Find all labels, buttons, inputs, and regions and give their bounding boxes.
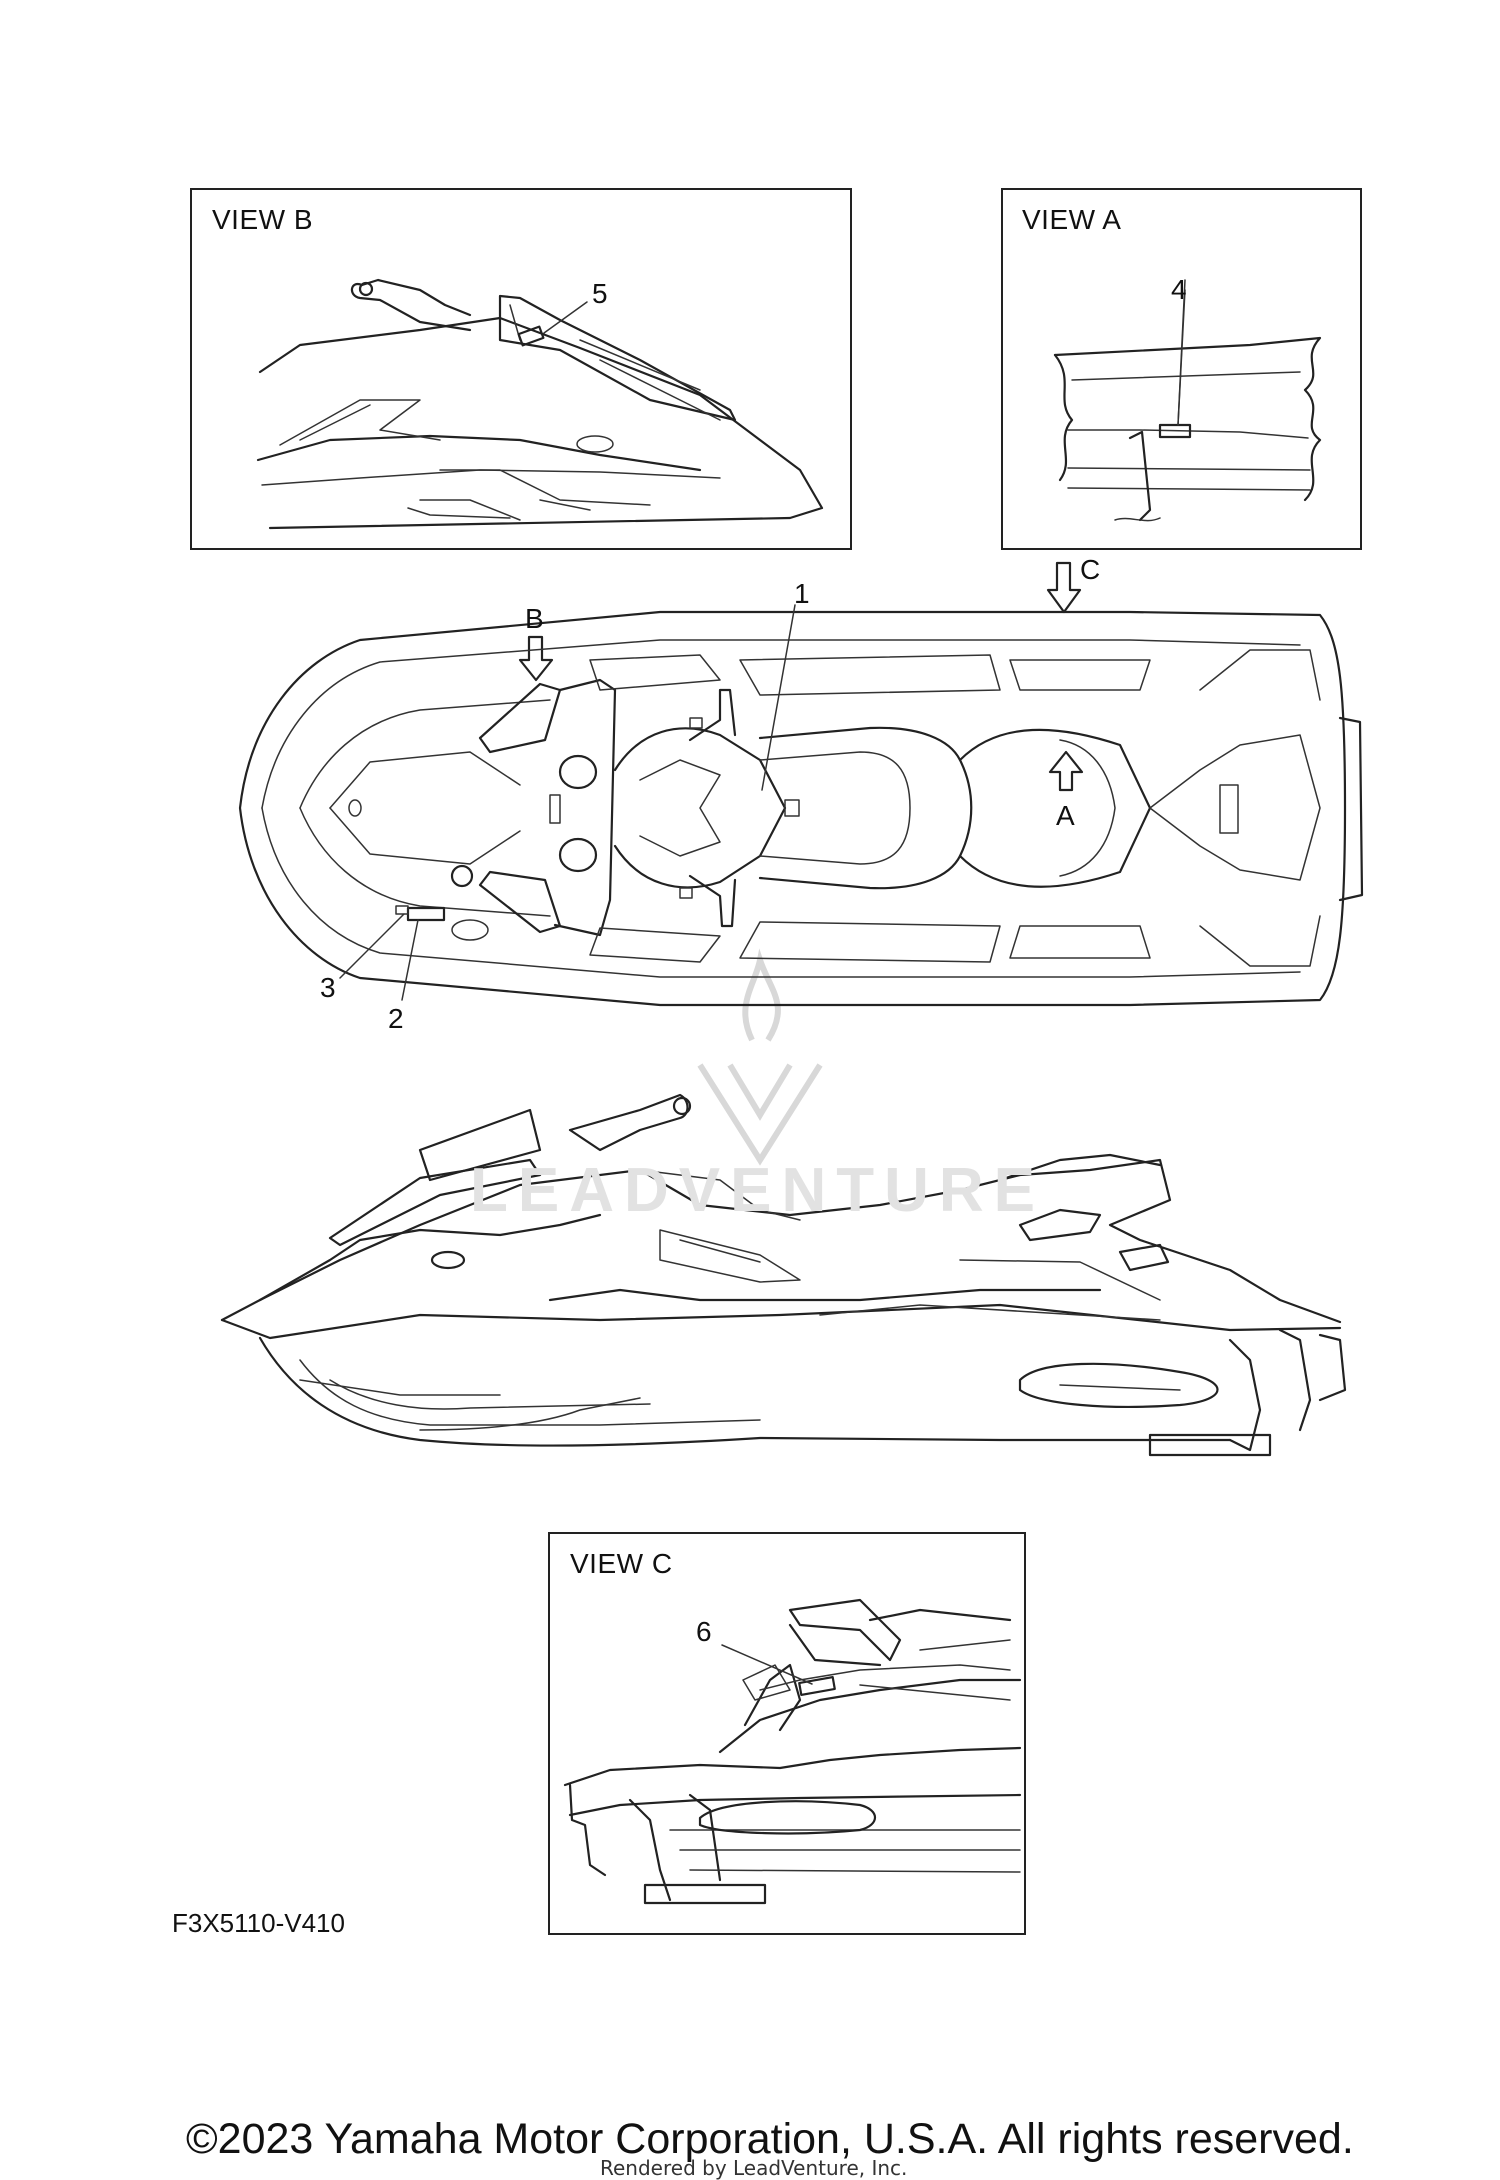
view-a-drawing: [1053, 279, 1322, 522]
part-code: F3X5110-V410: [172, 1908, 345, 1938]
callout-2: 2: [388, 1003, 404, 1034]
side-view-watercraft: [220, 1093, 1347, 1457]
view-b-title: VIEW B: [212, 204, 314, 235]
arrow-b-icon: [518, 635, 554, 682]
rendered-by: Rendered by LeadVenture, Inc.: [600, 2156, 908, 2180]
view-c-drawing: [563, 1598, 1022, 1905]
callout-6: 6: [696, 1616, 712, 1647]
leader-4: [1177, 289, 1186, 426]
arrow-c-icon: [1046, 561, 1082, 614]
leadventure-logo-icon: [697, 948, 823, 1166]
direction-label-a: A: [1056, 800, 1075, 831]
top-view-watercraft: [238, 604, 1364, 1007]
view-b-drawing: [256, 278, 824, 530]
callout-5: 5: [592, 278, 608, 309]
callout-4: 4: [1171, 274, 1187, 305]
direction-label-c: C: [1080, 554, 1101, 585]
direction-label-b: B: [525, 603, 544, 634]
callout-3: 3: [320, 972, 336, 1003]
callout-1: 1: [794, 578, 810, 609]
view-c-panel: [548, 1532, 1026, 1935]
watermark-text: LEADVENTURE: [470, 1156, 1046, 1225]
copyright-notice: ©2023 Yamaha Motor Corporation, U.S.A. A…: [186, 2115, 1354, 2163]
arrow-a-icon: [1048, 750, 1084, 792]
view-c-title: VIEW C: [570, 1548, 673, 1579]
view-b-panel: [190, 188, 852, 550]
view-a-title: VIEW A: [1022, 204, 1122, 235]
